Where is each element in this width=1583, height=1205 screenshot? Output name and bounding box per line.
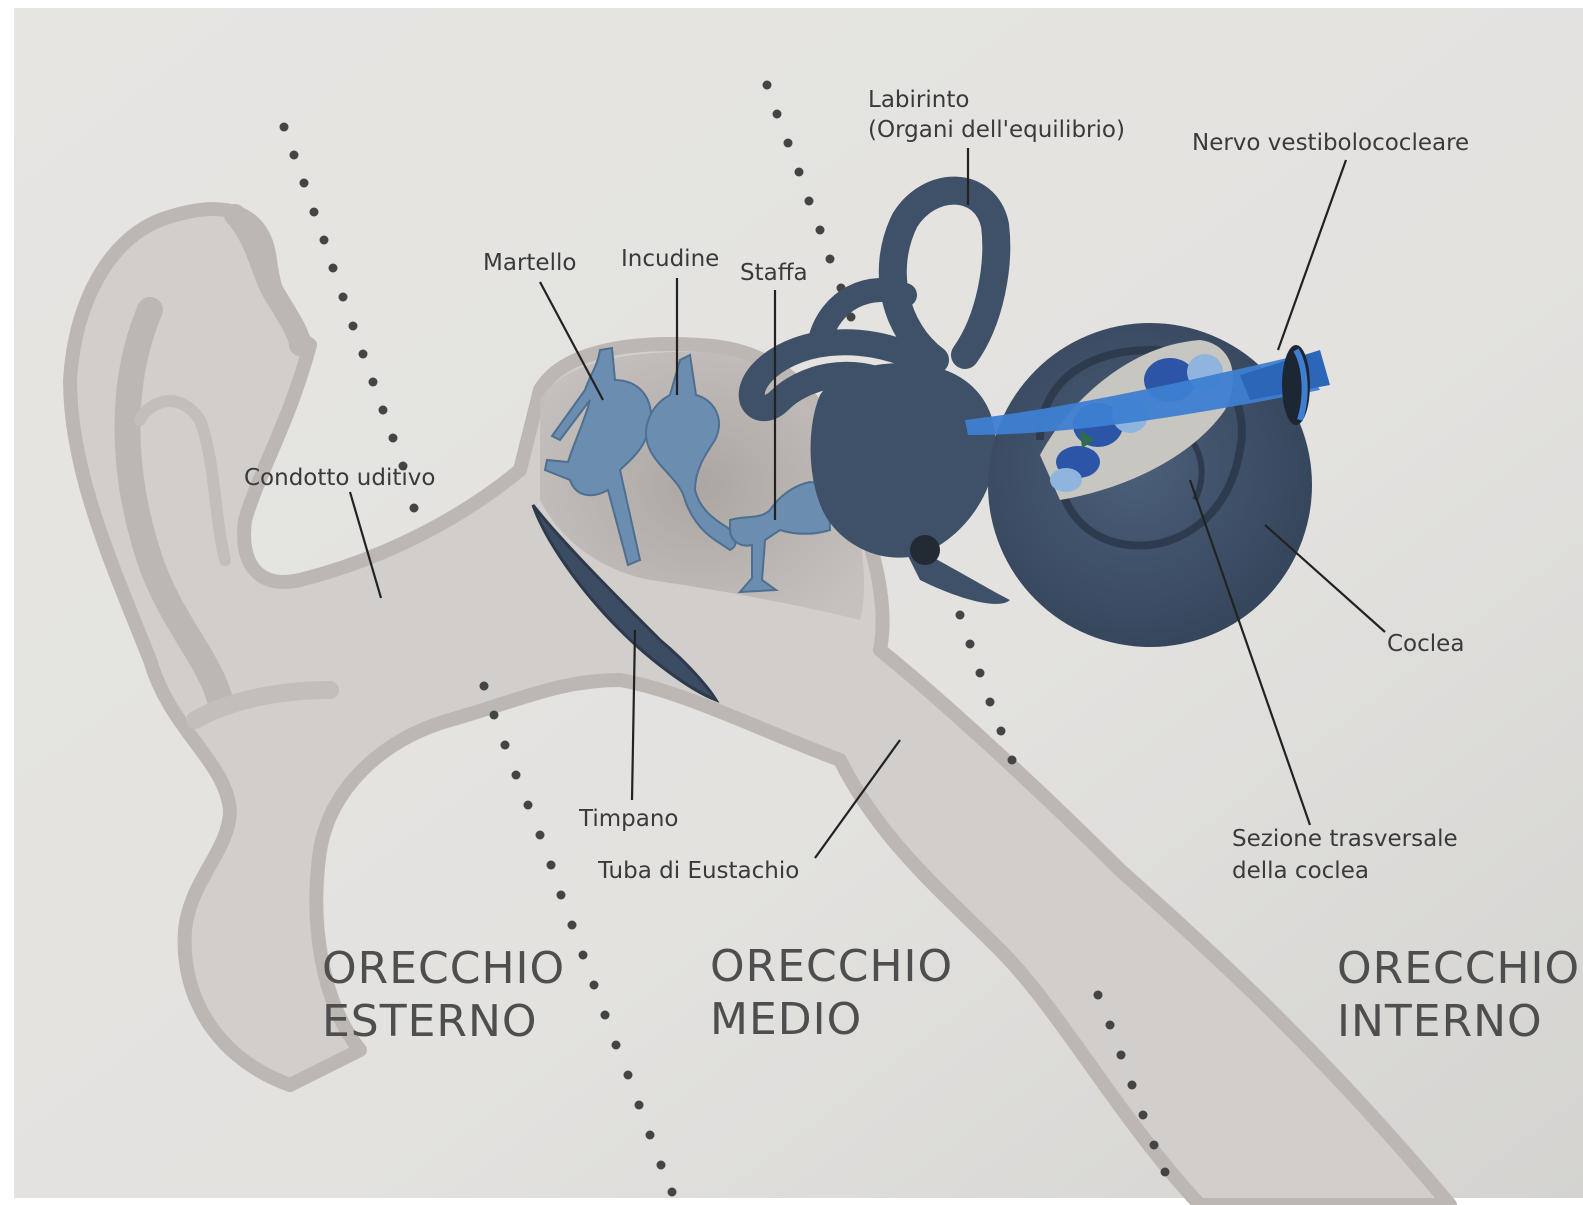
label-labirinto-line1: Labirinto [868, 85, 969, 116]
label-condotto: Condotto uditivo [244, 463, 435, 494]
label-nervo: Nervo vestibolococleare [1192, 128, 1469, 159]
label-martello: Martello [483, 248, 576, 279]
label-sezione-line1: Sezione trasversale [1232, 824, 1458, 855]
region-esterno-line1: ORECCHIO [322, 942, 565, 995]
label-staffa: Staffa [740, 258, 808, 289]
label-sezione-line2: della coclea [1232, 856, 1369, 887]
label-coclea: Coclea [1387, 629, 1464, 660]
label-timpano: Timpano [579, 804, 678, 835]
region-esterno-line2: ESTERNO [322, 995, 538, 1048]
label-incudine: Incudine [621, 244, 719, 275]
label-tuba: Tuba di Eustachio [598, 856, 799, 887]
region-medio-line1: ORECCHIO [710, 940, 953, 993]
label-labirinto-line2: (Organi dell'equilibrio) [868, 115, 1125, 146]
region-interno-line2: INTERNO [1337, 995, 1543, 1048]
region-interno-line1: ORECCHIO [1337, 942, 1580, 995]
region-medio-line2: MEDIO [710, 993, 862, 1046]
